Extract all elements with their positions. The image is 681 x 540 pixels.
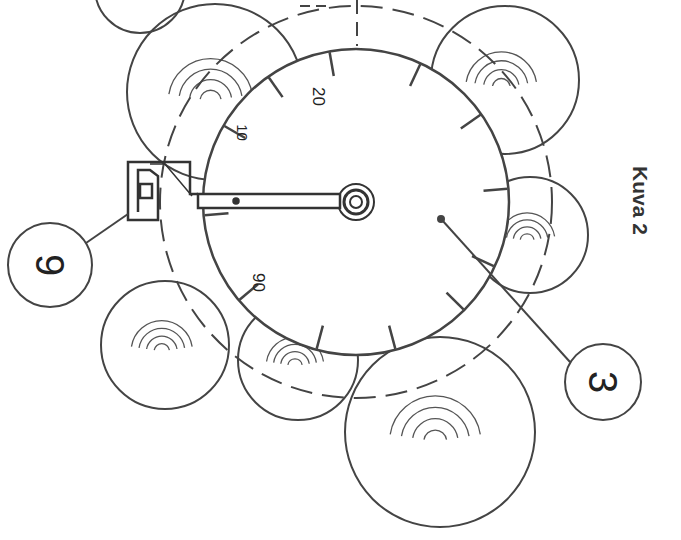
callout-circle <box>8 223 92 307</box>
leader-dot <box>438 216 444 222</box>
scale-number: 20 <box>309 87 326 106</box>
dashed-reach-circle <box>160 6 552 398</box>
growth-ring <box>506 220 547 238</box>
log-section <box>345 337 535 527</box>
leader-line <box>86 214 128 243</box>
growth-ring <box>401 407 469 436</box>
dashed-axis <box>300 5 330 7</box>
scale-tick <box>317 326 323 349</box>
scale-tick <box>389 326 395 349</box>
dashed-axis <box>356 0 358 46</box>
growth-ring <box>154 344 169 350</box>
arm-bar <box>198 194 340 208</box>
hub-ring <box>338 184 374 220</box>
log-section <box>101 281 229 409</box>
growth-ring <box>484 70 519 85</box>
callout-number: 3 <box>583 371 623 393</box>
growth-ring <box>513 227 540 239</box>
growth-ring <box>131 321 192 347</box>
leader-line <box>442 220 570 362</box>
arm-pin <box>234 199 239 204</box>
hub-ring <box>344 190 368 214</box>
scale-number: 90 <box>249 273 266 292</box>
sensor-head <box>140 184 152 198</box>
growth-ring <box>179 69 242 96</box>
log-group <box>101 4 588 527</box>
callout-circle <box>565 344 641 420</box>
growth-ring <box>281 352 309 364</box>
callout-number: 9 <box>30 254 70 276</box>
dial-hub <box>338 184 374 220</box>
growth-ring <box>390 396 480 434</box>
callouts <box>8 0 641 420</box>
scale-tick <box>461 115 481 129</box>
growth-ring <box>169 59 252 95</box>
pointer-arm <box>128 162 340 220</box>
growth-ring <box>424 430 447 440</box>
growth-ring <box>413 419 458 438</box>
scale-tick <box>447 293 464 310</box>
scale-tick <box>410 64 420 86</box>
growth-ring <box>147 336 177 349</box>
growth-ring <box>288 359 302 365</box>
scale-tick <box>269 77 283 97</box>
growth-ring <box>493 79 511 86</box>
hub-ring <box>350 196 362 208</box>
scale-tick <box>330 52 334 76</box>
scale-tick <box>205 213 229 215</box>
log-outline <box>101 281 229 409</box>
callout-circle <box>95 0 185 33</box>
sensor-wire <box>150 164 192 196</box>
log-outline <box>345 337 535 527</box>
scale-tick <box>484 189 508 191</box>
scale-number: 10 <box>235 124 250 141</box>
growth-ring <box>200 90 221 99</box>
sensor-bracket <box>128 162 198 220</box>
growth-ring <box>520 234 534 240</box>
growth-ring <box>466 52 536 82</box>
growth-ring <box>139 328 185 347</box>
reach-circle <box>160 0 552 398</box>
growth-ring <box>475 61 528 83</box>
figure-caption: Kuva 2 <box>630 166 651 235</box>
